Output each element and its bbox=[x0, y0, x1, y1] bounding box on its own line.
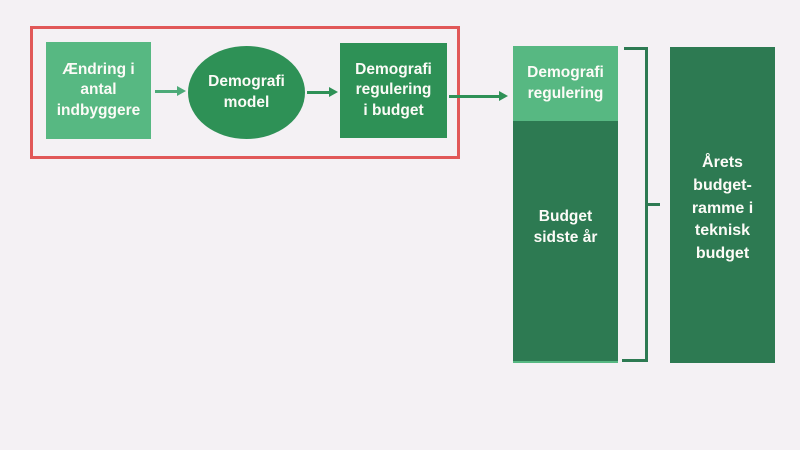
arrow-shaft bbox=[155, 89, 177, 93]
arrow-shaft bbox=[307, 90, 329, 94]
step-population-change-box: Ændring i antal indbyggere bbox=[46, 42, 151, 139]
step-demography-regulation-box: Demografi regulering i budget bbox=[340, 43, 447, 138]
bracket-middle-tick bbox=[648, 203, 660, 206]
step-demography-model-ellipse: Demografi model bbox=[188, 46, 305, 139]
result-technical-budget-bar: Årets budget- ramme i teknisk budget bbox=[670, 47, 775, 363]
arrow-head bbox=[499, 91, 508, 101]
step-population-change-label: Ændring i antal indbyggere bbox=[56, 60, 141, 119]
bar-segment-demography-regulation: Demografi regulering bbox=[513, 46, 618, 121]
arrow-head bbox=[177, 86, 186, 96]
bracket-bottom-segment bbox=[622, 359, 648, 362]
arrow-shaft bbox=[449, 94, 499, 98]
step-demography-model-label: Demografi model bbox=[208, 73, 285, 111]
bracket-top-segment bbox=[624, 47, 648, 50]
arrow-head bbox=[329, 87, 338, 97]
arrow-right-icon bbox=[155, 84, 186, 98]
arrow-right-icon bbox=[307, 85, 338, 99]
budget-stacked-bar: Demografi regulering Budget sidste år bbox=[513, 46, 618, 363]
bracket-vertical-segment bbox=[645, 47, 648, 362]
step-demography-regulation-label: Demografi regulering i budget bbox=[355, 60, 432, 119]
result-technical-budget-label: Årets budget- ramme i teknisk budget bbox=[691, 154, 754, 263]
arrow-right-icon bbox=[449, 89, 508, 103]
bar-segment-demography-regulation-label: Demografi regulering bbox=[527, 63, 604, 102]
bar-segment-budget-last-year: Budget sidste år bbox=[513, 121, 618, 363]
bar-segment-budget-last-year-label: Budget sidste år bbox=[533, 208, 598, 246]
process-highlight-frame bbox=[30, 26, 460, 159]
